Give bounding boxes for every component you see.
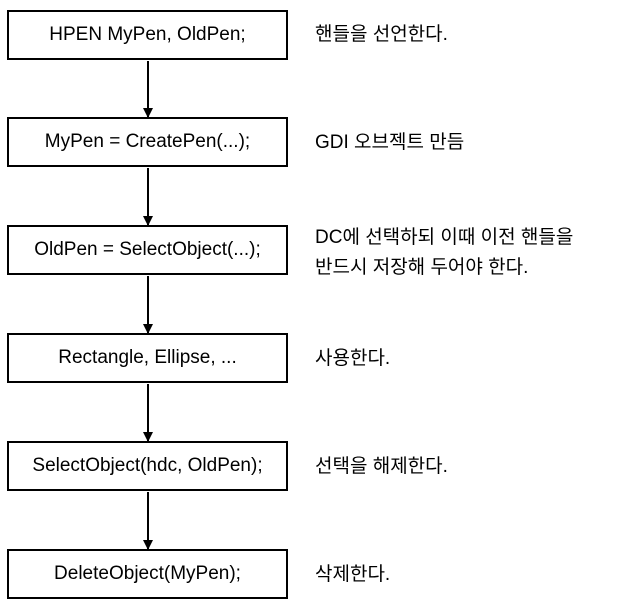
note-line: 삭제한다.: [315, 564, 391, 585]
step-box-deselect: SelectObject(hdc, OldPen);: [7, 441, 288, 491]
step-box-delete: DeleteObject(MyPen);: [7, 549, 288, 599]
step-box-create: MyPen = CreatePen(...);: [7, 117, 288, 167]
step-note-use: 사용한다.: [315, 344, 390, 374]
step-box-use: Rectangle, Ellipse, ...: [7, 333, 288, 383]
step-box-select: OldPen = SelectObject(...);: [7, 225, 288, 275]
step-box-declare: HPEN MyPen, OldPen;: [7, 10, 288, 60]
step-note-select: DC에 선택하되 이때 이전 핸들을 반드시 저장해 두어야 한다.: [315, 223, 573, 283]
note-line: 반드시 저장해 두어야 한다.: [315, 257, 529, 278]
step-note-delete: 삭제한다.: [315, 560, 390, 590]
note-line: 사용한다.: [315, 348, 391, 369]
step-note-declare: 핸들을 선언한다.: [315, 20, 448, 50]
step-note-create: GDI 오브젝트 만듬: [315, 128, 464, 158]
note-line: 선택을 해제한다.: [315, 456, 448, 477]
note-line: GDI 오브젝트 만듬: [315, 132, 465, 153]
note-line: DC에 선택하되 이때 이전 핸들을: [315, 227, 574, 248]
note-line: 핸들을 선언한다.: [315, 24, 448, 45]
step-note-deselect: 선택을 해제한다.: [315, 452, 448, 482]
